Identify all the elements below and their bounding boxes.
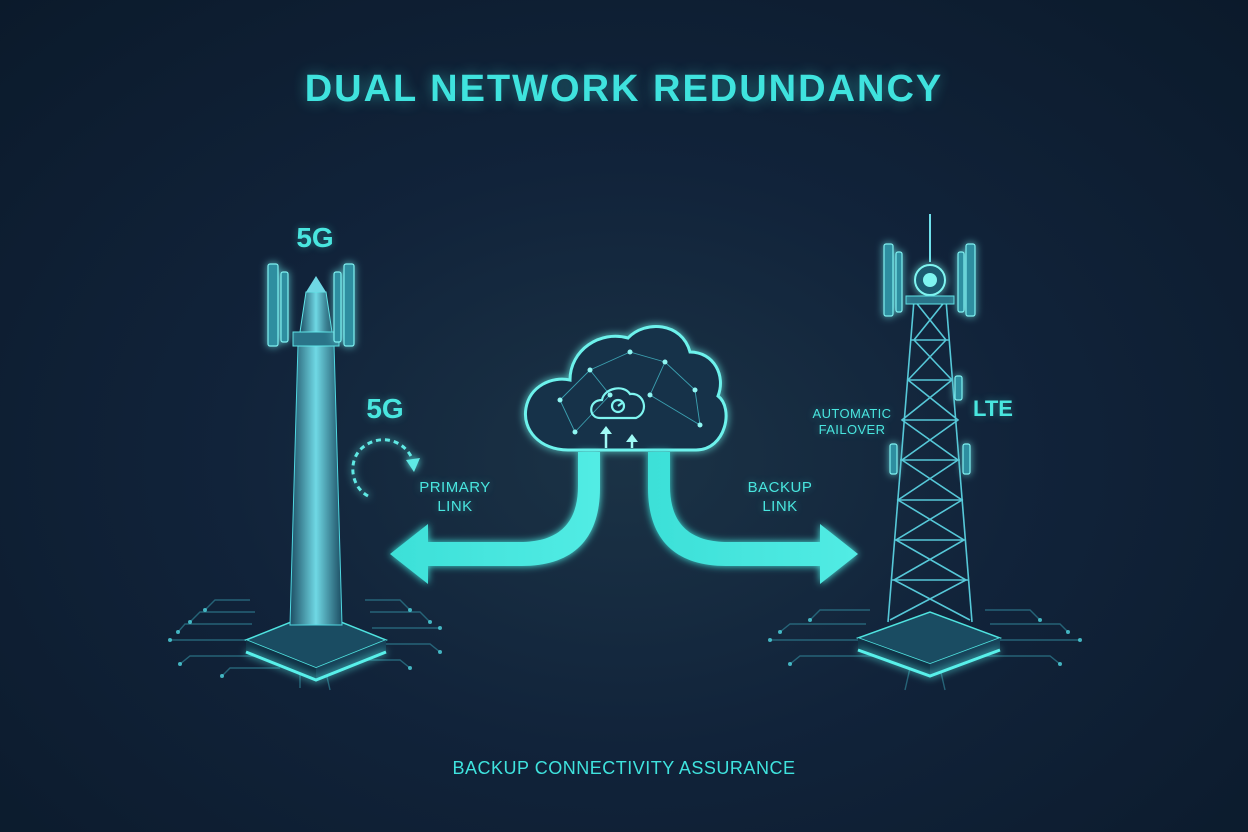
cloud-mesh-icon [559, 351, 701, 433]
arrow-left-icon [390, 452, 600, 584]
left-tower-top-label: 5G [296, 222, 334, 253]
backup-link-line1: BACKUP [747, 479, 813, 496]
backup-link-label: BACKUP LINK [725, 478, 835, 516]
automatic-failover-label: AUTOMATIC FAILOVER [802, 406, 902, 438]
lte-lattice-tower-icon [855, 214, 1003, 678]
primary-link-line1: PRIMARY [419, 479, 491, 496]
arrow-right-icon [648, 452, 858, 584]
backup-link-line2: LINK [762, 498, 798, 515]
5g-tower-icon [243, 263, 389, 682]
failover-line1: AUTOMATIC [812, 406, 892, 421]
right-tower-network-label: LTE [973, 396, 1013, 421]
failover-line2: FAILOVER [818, 422, 886, 437]
primary-link-label: PRIMARY LINK [400, 478, 510, 516]
primary-link-line2: LINK [437, 498, 473, 515]
footer-caption: BACKUP CONNECTIVITY ASSURANCE [452, 758, 796, 778]
cloud-network-icon [523, 325, 728, 452]
circuit-traces-right-icon [770, 609, 1080, 691]
left-tower-side-label: 5G [366, 393, 404, 424]
page-title: DUAL NETWORK REDUNDANCY [304, 68, 944, 110]
dashed-curved-arrow-icon [351, 438, 420, 498]
small-cloud-sync-icon [590, 387, 646, 420]
